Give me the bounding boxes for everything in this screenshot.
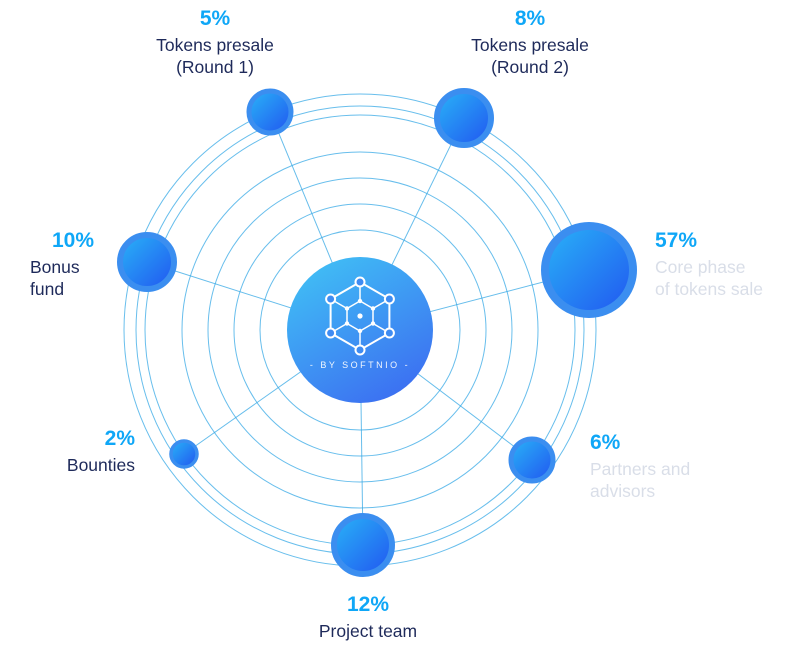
percent-value: 12%	[346, 593, 390, 616]
bubble-partners	[508, 436, 556, 484]
label-project-team: 12% Project team	[268, 592, 468, 643]
node-bubbles	[117, 88, 637, 577]
percent-value: 6%	[590, 431, 621, 454]
bubble-bounties	[169, 439, 199, 469]
label-presale-round-2: 8% Tokens presale (Round 2)	[430, 6, 630, 79]
label-bonus-fund: 10% Bonus fund	[30, 228, 140, 301]
bubble-bonus-fund	[117, 232, 177, 292]
orbit-ring	[233, 203, 487, 457]
percent-value: 57%	[655, 229, 698, 252]
node-label: Tokens presale (Round 1)	[156, 35, 274, 78]
node-label: Bounties	[66, 455, 135, 476]
bubble-core-phase	[541, 222, 637, 318]
label-presale-round-1: 5% Tokens presale (Round 1)	[115, 6, 315, 79]
node-label: Tokens presale (Round 2)	[471, 35, 589, 78]
hex-network-icon	[325, 276, 395, 356]
node-label: Project team	[318, 621, 418, 642]
bubble-presale-round-1	[246, 88, 294, 136]
node-label: Bonus fund	[30, 257, 80, 300]
node-label: Partners and advisors	[590, 459, 691, 502]
brand-label: - BY SOFTNIO -	[310, 360, 410, 370]
label-bounties: 2% Bounties	[15, 426, 135, 477]
label-core-phase: 57% Core phase of tokens sale	[655, 228, 805, 301]
percent-value: 10%	[52, 229, 95, 252]
percent-value: 5%	[199, 7, 231, 30]
orbit-ring	[207, 177, 513, 483]
orbit-ring	[259, 229, 461, 431]
bubble-presale-round-2	[434, 88, 494, 148]
orbit-ring	[181, 151, 539, 509]
node-label: Core phase of tokens sale	[655, 257, 763, 300]
percent-value: 2%	[104, 427, 135, 450]
bubble-project-team	[331, 513, 395, 577]
label-partners: 6% Partners and advisors	[590, 430, 760, 503]
percent-value: 8%	[514, 7, 546, 30]
